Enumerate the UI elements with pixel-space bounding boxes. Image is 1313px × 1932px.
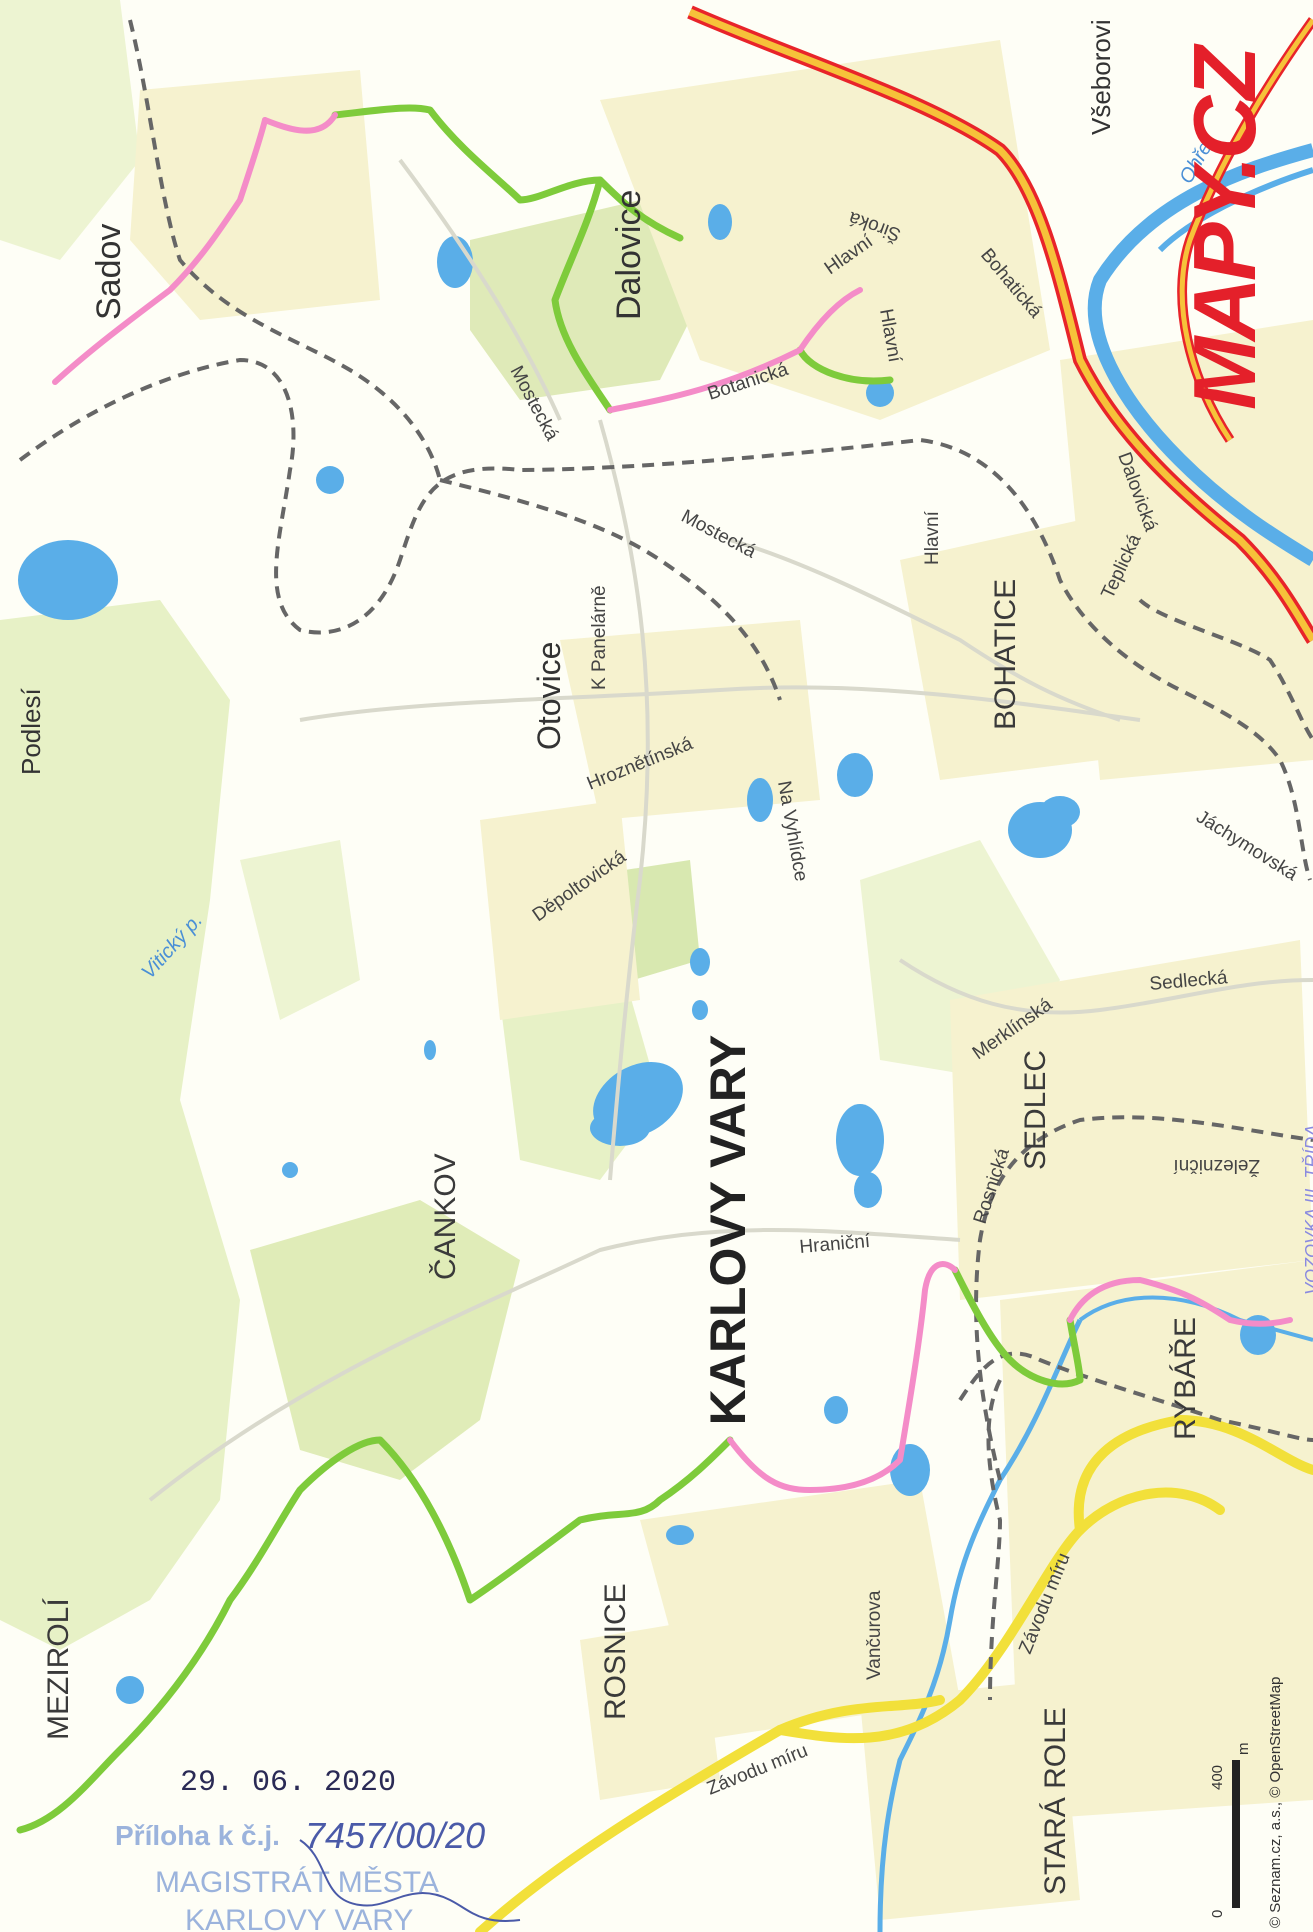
minor-roads [148,158,1313,1502]
scale-bar [1232,1760,1240,1908]
place-labels: KARLOVY VARY Dalovice Sadov Otovice BOHA… [16,19,1202,1895]
signature [299,1839,521,1922]
street-hlavni-3: Hlavní [922,510,943,565]
place-karlovy-vary: KARLOVY VARY [700,1035,756,1426]
place-meziroli: MEZIROLÍ [42,1598,75,1740]
street-k-panelarne: K Panelárně [589,585,610,690]
map-attribution: © Seznam.cz, a.s., © OpenStreetMap [1267,1677,1284,1928]
scale-unit: m [1235,1743,1252,1756]
trail-pink [52,112,1293,1493]
scale-labels: 0 400 m © Seznam.cz, a.s., © OpenStreetM… [1209,1677,1284,1928]
stamp-number: 7457/00/20 [305,1815,485,1856]
trail-green [16,104,1084,1834]
highway [687,5,1313,644]
place-rosnice: ROSNICE [599,1583,632,1720]
scale-zero: 0 [1209,1910,1226,1918]
place-stara-role: STARÁ ROLE [1039,1707,1072,1895]
green-areas [0,0,1060,1650]
place-bohatice: BOHATICE [989,579,1022,730]
street-zeleznicni: Železniční [1173,1155,1260,1177]
place-dalovice: Dalovice [610,190,648,320]
urban-areas [130,40,1313,1920]
place-sedlec: SEDLEC [1019,1050,1052,1170]
scale-value: 400 [1209,1765,1226,1790]
stamp-line2: KARLOVY VARY [185,1904,413,1932]
place-cankov: ČANKOV [428,1153,462,1280]
brand-text: MAPY.CZ [1175,43,1274,410]
stamp-prefix: Příloha k č.j. [115,1820,280,1851]
stamp-line1: MAGISTRÁT MĚSTA [155,1866,439,1899]
place-sadov: Sadov [90,224,128,320]
official-stamp: 29. 06. 2020 Příloha k č.j. 7457/00/20 M… [115,1766,521,1932]
street-vancurova: Vančurova [864,1590,885,1680]
place-podlesi: Podlesí [16,688,46,775]
main-roads [475,1414,1313,1932]
railway [18,19,1313,1701]
place-vseborovice: Všeborovi [1086,19,1116,135]
mapy-cz-logo: MAPY.CZ [1175,43,1274,410]
stamp-date: 29. 06. 2020 [180,1766,396,1800]
place-otovice: Otovice [531,642,567,750]
legend-vozovka: VOZOVKA III. TŘÍDA [1302,1125,1313,1295]
place-rybare: RYBÁŘE [1169,1317,1202,1440]
